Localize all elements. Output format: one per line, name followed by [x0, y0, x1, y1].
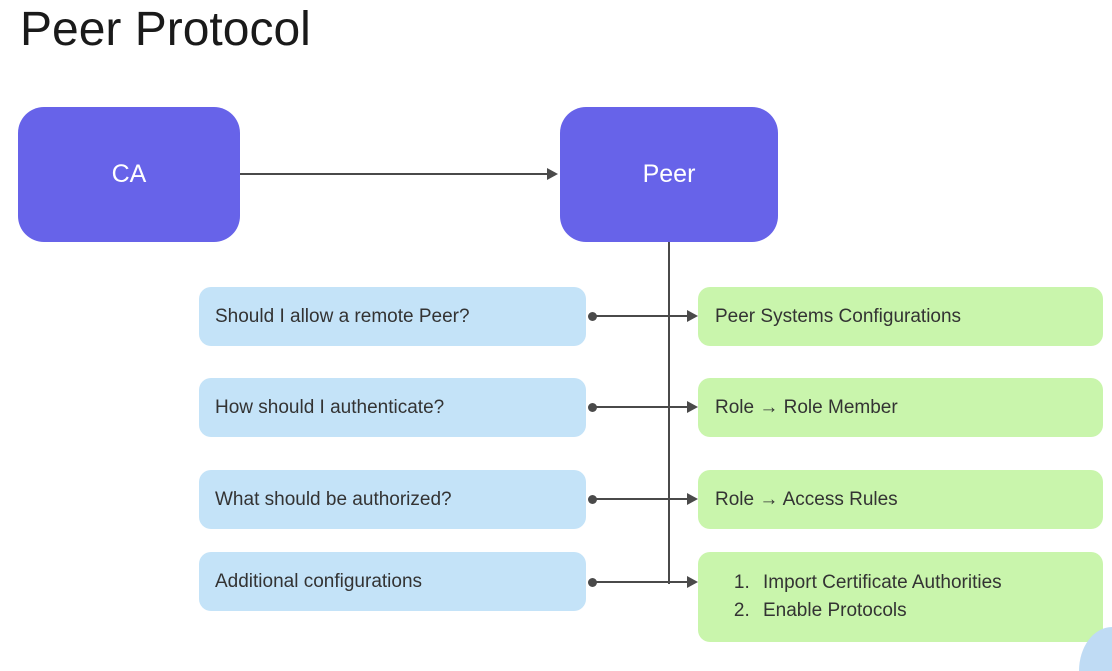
answer-label-3: Role → Access Rules [715, 488, 898, 510]
connector-row-4 [592, 581, 688, 583]
connector-row-3 [592, 498, 688, 500]
question-label-3: What should be authorized? [215, 488, 452, 510]
arrow-head-icon [687, 310, 698, 322]
question-label-4: Additional configurations [215, 570, 423, 592]
answer-box-3: Role → Access Rules [698, 470, 1103, 529]
connector-row-1 [592, 315, 688, 317]
node-peer: Peer [560, 107, 778, 242]
answer-label-2: Role → Role Member [715, 396, 898, 418]
node-ca: CA [18, 107, 240, 242]
question-box-2: How should I authenticate? [199, 378, 586, 437]
question-box-1: Should I allow a remote Peer? [199, 287, 586, 346]
answer-list-item-1: Import Certificate Authorities [755, 569, 1002, 597]
answer-list: Import Certificate Authorities Enable Pr… [715, 569, 1002, 625]
question-label-1: Should I allow a remote Peer? [215, 305, 470, 327]
answer-list-item-2: Enable Protocols [755, 597, 1002, 625]
arrow-head-icon [687, 576, 698, 588]
arrow-head-icon [687, 401, 698, 413]
answer-label-1: Peer Systems Configurations [715, 305, 962, 327]
arrow-head-icon [547, 168, 558, 180]
connector-ca-peer [240, 173, 547, 175]
question-box-3: What should be authorized? [199, 470, 586, 529]
question-box-4: Additional configurations [199, 552, 586, 611]
answer-box-2: Role → Role Member [698, 378, 1103, 437]
answer-box-4: Import Certificate Authorities Enable Pr… [698, 552, 1103, 642]
arrow-head-icon [687, 493, 698, 505]
answer-box-1: Peer Systems Configurations [698, 287, 1103, 346]
trunk-line [668, 242, 670, 584]
page-title: Peer Protocol [20, 3, 311, 56]
question-label-2: How should I authenticate? [215, 396, 445, 418]
node-ca-label: CA [111, 160, 147, 188]
connector-row-2 [592, 406, 688, 408]
node-peer-label: Peer [642, 160, 696, 188]
